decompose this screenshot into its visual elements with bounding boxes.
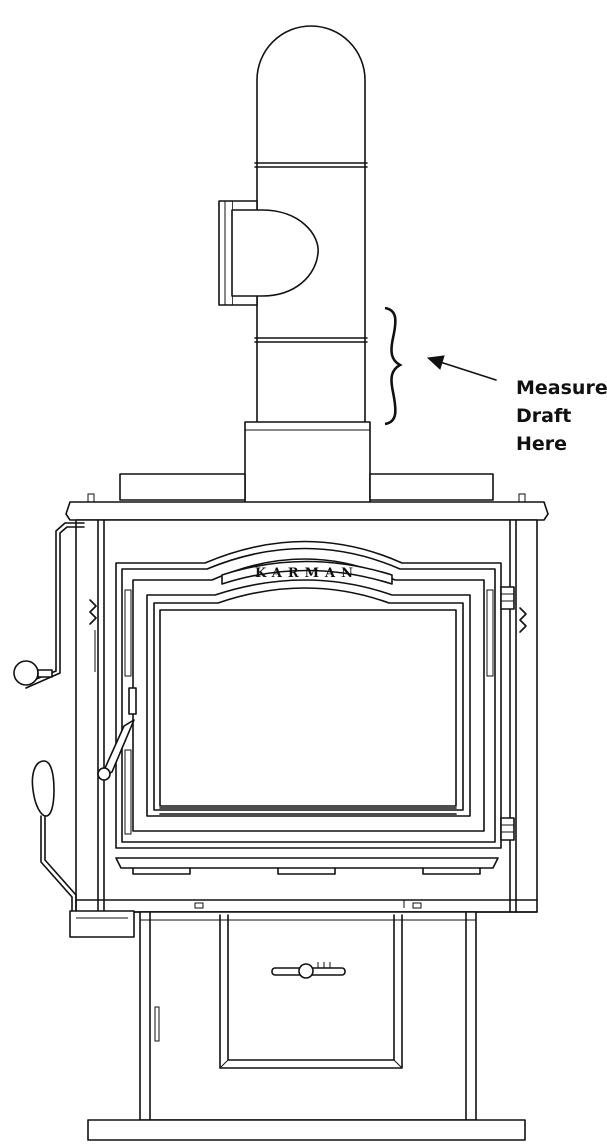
air-control-knob	[13, 660, 53, 686]
pedestal-damper-control	[271, 962, 346, 979]
callout-line-2: Draft	[516, 405, 571, 427]
ash-pan-handle-bracket	[69, 910, 135, 938]
door-hinge-bottom	[500, 817, 515, 841]
flue-collar	[244, 421, 371, 505]
floor-base-plate	[87, 1119, 526, 1141]
measure-draft-label: Measure Draft Here	[516, 377, 607, 455]
callout-line-3: Here	[516, 433, 567, 455]
callout-arrow	[426, 355, 497, 381]
stove-door	[115, 540, 502, 849]
door-latch-handle	[97, 687, 137, 781]
right-side-clip	[519, 607, 527, 633]
brand-nameplate: KARMAN	[255, 566, 359, 581]
door-hinge-top	[500, 586, 515, 610]
ash-lip	[115, 857, 499, 875]
measure-bracket	[384, 306, 403, 426]
stove-top-plate	[119, 473, 494, 501]
pipe-tee-outlet	[218, 200, 319, 306]
callout-line-1: Measure	[516, 377, 607, 399]
pedestal-base	[139, 911, 477, 1121]
